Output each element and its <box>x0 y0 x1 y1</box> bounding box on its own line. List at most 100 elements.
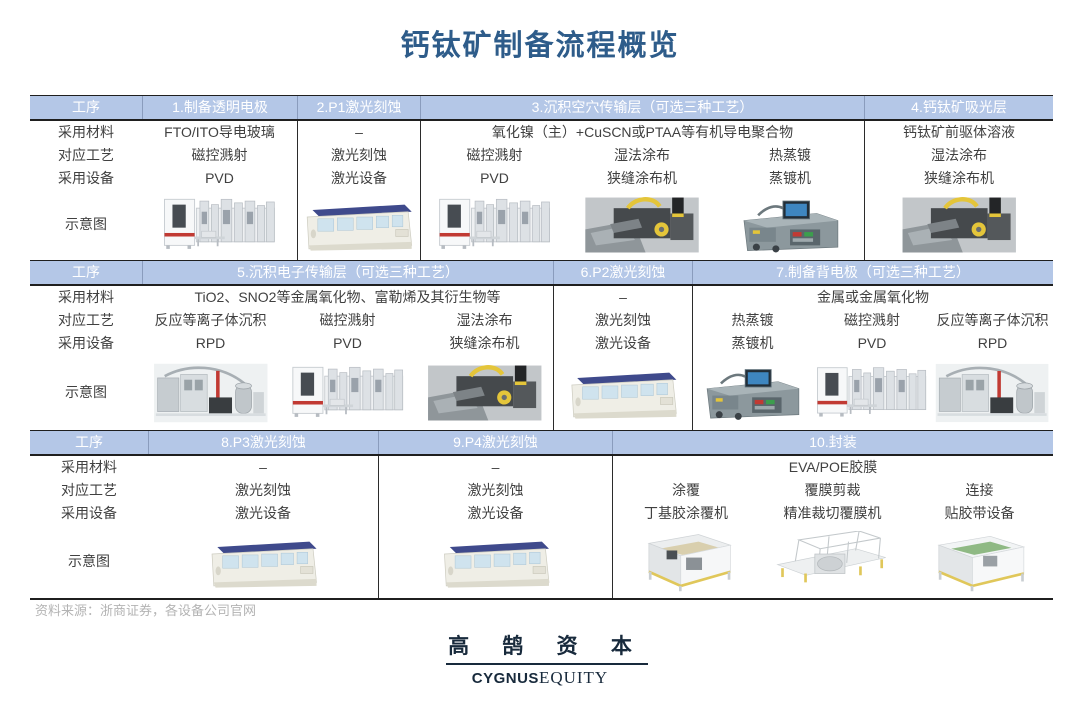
craft-cell: 覆膜剪裁 <box>804 481 861 498</box>
row-label-craft: 对应工艺 <box>58 146 114 163</box>
craft-cell: 激光刻蚀 <box>297 144 420 167</box>
machine-photo-cell <box>568 190 716 260</box>
craft-cell: 激光刻蚀 <box>378 479 612 502</box>
page-title: 钙钛矿制备流程概览 <box>400 30 680 62</box>
schematic-row: 示意图 <box>30 525 1053 598</box>
craft-cell: 湿法涂布 <box>864 144 1053 167</box>
machine-photo-cell <box>932 355 1053 430</box>
slot-die-coater-photo <box>571 194 713 256</box>
logo-chinese-name: 高 鹄 资 本 <box>446 630 648 665</box>
col-header-step3: 3.沉积空穴传输层（可选三种工艺） <box>420 96 864 119</box>
craft-cell: 磁控溅射 <box>191 146 248 163</box>
equipment-cell: 狭缝涂布机 <box>864 167 1053 190</box>
row-label-process: 工序 <box>72 98 100 115</box>
machine-photo-cell <box>416 355 553 430</box>
craft-row: 对应工艺 激光刻蚀 激光刻蚀 涂覆 覆膜剪裁 连接 <box>30 479 1053 502</box>
craft-cell: 磁控溅射 <box>844 311 900 328</box>
equipment-cell: 蒸镀机 <box>692 332 812 355</box>
machine-photo-cell <box>279 355 416 430</box>
pvd-line-photo <box>282 362 414 424</box>
equipment-cell: 激光设备 <box>378 502 612 525</box>
equipment-cell: 狭缝涂布机 <box>449 334 520 351</box>
machine-photo-cell <box>812 355 932 430</box>
machine-photo-cell <box>906 525 1053 598</box>
laser-etcher-photo <box>300 194 417 256</box>
material-row: 采用材料 TiO2、SNO2等金属氧化物、富勒烯及其衍生物等 – 金属或金属氧化… <box>30 286 1053 309</box>
machine-photo-cell <box>716 190 864 260</box>
equipment-row: 采用设备 激光设备 激光设备 丁基胶涂覆机 精准裁切覆膜机 贴胶带设备 <box>30 502 1053 525</box>
laser-etcher-photo <box>384 531 608 593</box>
row-label-equipment: 采用设备 <box>58 169 114 186</box>
equipment-cell: PVD <box>205 169 234 186</box>
schematic-row: 示意图 <box>30 355 1053 430</box>
craft-cell: 热蒸镀 <box>769 146 811 163</box>
machine-photo-cell <box>297 190 420 260</box>
craft-cell: 湿法涂布 <box>456 311 513 328</box>
machine-photo-cell <box>378 525 612 598</box>
craft-cell: 连接 <box>965 481 994 498</box>
equipment-cell: 激光设备 <box>235 504 291 521</box>
equipment-cell: 激光设备 <box>297 167 420 190</box>
machine-photo-cell <box>142 355 279 430</box>
craft-cell: 磁控溅射 <box>319 311 376 328</box>
equipment-cell: PVD <box>857 334 887 351</box>
material-cell: – <box>259 458 267 475</box>
equipment-cell: 蒸镀机 <box>769 169 811 186</box>
material-cell: 钙钛矿前驱体溶液 <box>864 121 1053 144</box>
material-cell: – <box>378 456 612 479</box>
pvd-line-photo <box>814 362 929 424</box>
row-label-craft: 对应工艺 <box>61 481 117 498</box>
pvd-line-photo <box>145 194 294 256</box>
row-label-material: 采用材料 <box>58 123 114 140</box>
evaporator-photo <box>719 194 861 256</box>
equipment-row: 采用设备 PVD 激光设备 PVD 狭缝涂布机 蒸镀机 狭缝涂布机 <box>30 167 1053 190</box>
logo-english-name: CYGNUSEQUITY <box>472 668 608 688</box>
col-header-step6: 6.P2激光刻蚀 <box>553 261 692 284</box>
header-row: 工序 1.制备透明电极 2.P1激光刻蚀 3.沉积空穴传输层（可选三种工艺） 4… <box>30 96 1053 121</box>
table-section-steps-5-7: 工序 5.沉积电子传输层（可选三种工艺） 6.P2激光刻蚀 7.制备背电极（可选… <box>30 260 1053 430</box>
equipment-cell: 激光设备 <box>553 332 692 355</box>
craft-cell: 反应等离子体沉积 <box>154 311 267 328</box>
col-header-step4: 4.钙钛矿吸光层 <box>864 96 1053 119</box>
material-cell: FTO/ITO导电玻璃 <box>164 123 275 140</box>
material-cell: TiO2、SNO2等金属氧化物、富勒烯及其衍生物等 <box>194 288 501 305</box>
schematic-row: 示意图 <box>30 190 1053 260</box>
machine-photo-cell <box>148 525 378 598</box>
rpd-system-photo <box>934 362 1050 424</box>
machine-photo-cell <box>864 190 1053 260</box>
row-label-process: 工序 <box>75 433 103 450</box>
slot-die-coater-photo <box>869 194 1049 256</box>
cygnus-equity-logo: 高 鹄 资 本 CYGNUSEQUITY <box>0 630 1080 688</box>
logo-cygnus-text: CYGNUS <box>471 670 539 687</box>
butyl-coater-photo <box>616 531 756 593</box>
col-header-step2: 2.P1激光刻蚀 <box>297 96 420 119</box>
source-note: 资料来源：浙商证券，各设备公司官网 <box>35 603 257 618</box>
row-label-material: 采用材料 <box>61 458 117 475</box>
material-cell: – <box>553 286 692 309</box>
equipment-cell: 丁基胶涂覆机 <box>612 502 759 525</box>
row-label-schematic: 示意图 <box>65 216 107 233</box>
material-row: 采用材料 – – EVA/POE胶膜 <box>30 456 1053 479</box>
craft-row: 对应工艺 反应等离子体沉积 磁控溅射 湿法涂布 激光刻蚀 热蒸镀 磁控溅射 反应… <box>30 309 1053 332</box>
row-label-equipment: 采用设备 <box>58 334 114 351</box>
taping-machine-photo <box>909 531 1050 593</box>
pvd-line-photo <box>424 194 565 256</box>
slot-die-coater-photo <box>419 362 551 424</box>
material-cell: – <box>297 121 420 144</box>
header-row: 工序 5.沉积电子传输层（可选三种工艺） 6.P2激光刻蚀 7.制备背电极（可选… <box>30 261 1053 286</box>
machine-photo-cell <box>142 190 297 260</box>
laser-etcher-photo <box>557 362 689 424</box>
machine-photo-cell <box>612 525 759 598</box>
row-label-schematic: 示意图 <box>65 383 107 400</box>
col-header-step5: 5.沉积电子传输层（可选三种工艺） <box>142 261 553 284</box>
machine-photo-cell <box>692 355 812 430</box>
row-label-equipment: 采用设备 <box>61 504 117 521</box>
craft-cell: 激光刻蚀 <box>553 309 692 332</box>
equipment-cell: RPD <box>977 334 1008 351</box>
logo-equity-text: EQUITY <box>538 668 609 687</box>
craft-row: 对应工艺 磁控溅射 激光刻蚀 磁控溅射 湿法涂布 热蒸镀 湿法涂布 <box>30 144 1053 167</box>
col-header-step7: 7.制备背电极（可选三种工艺） <box>692 261 1053 284</box>
machine-photo-cell <box>553 355 692 430</box>
material-row: 采用材料 FTO/ITO导电玻璃 – 氧化镍（主）+CuSCN或PTAA等有机导… <box>30 121 1053 144</box>
laser-etcher-photo <box>153 531 374 593</box>
